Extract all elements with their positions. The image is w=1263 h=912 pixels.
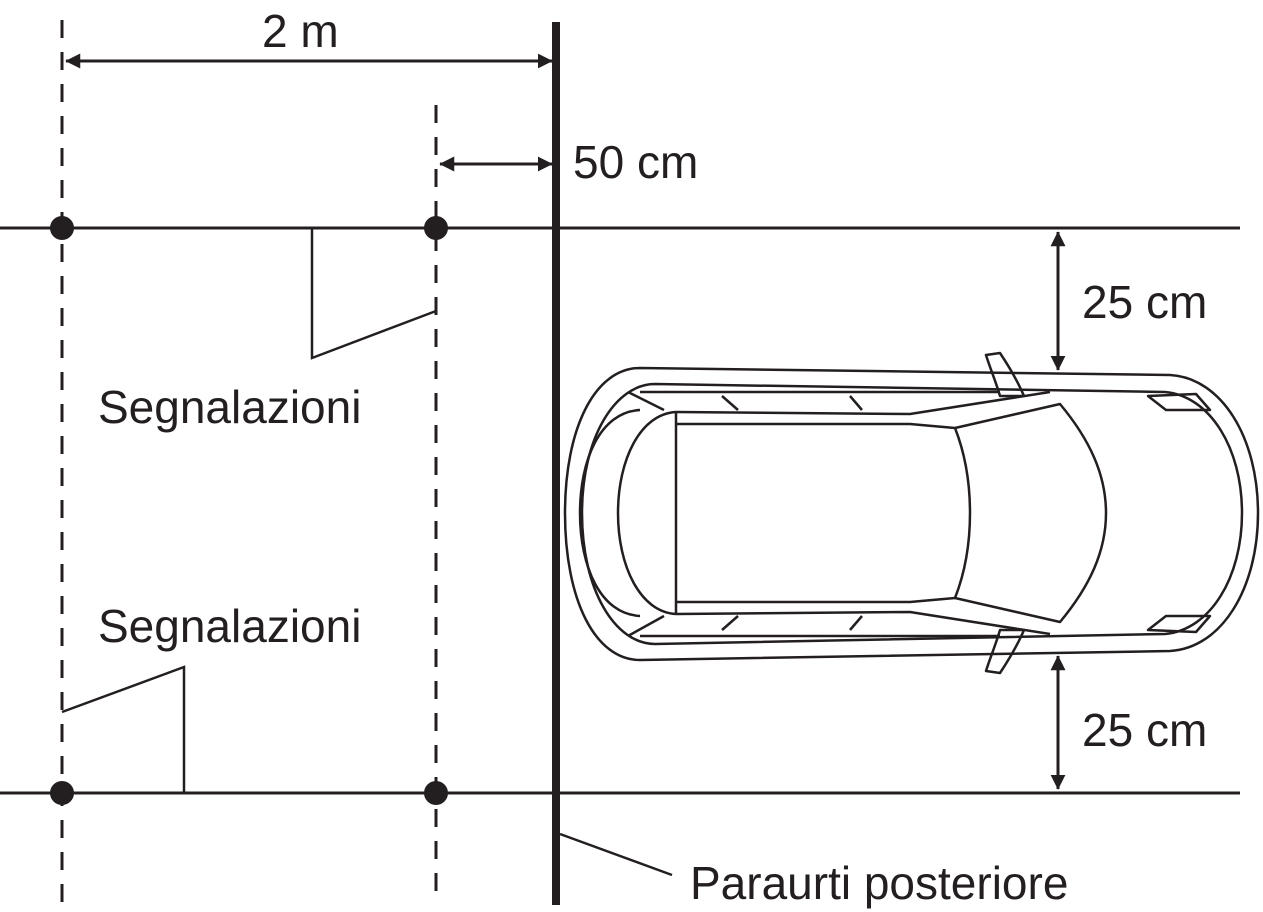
marker-dot bbox=[424, 781, 448, 805]
marker-dot bbox=[50, 781, 74, 805]
marker-bottom-label: Segnalazioni bbox=[98, 600, 361, 652]
marker-dot bbox=[50, 216, 74, 240]
bumper-label: Paraurti posteriore bbox=[690, 857, 1068, 909]
two-meter-label: 2 m bbox=[262, 5, 339, 57]
marker-top-label: Segnalazioni bbox=[98, 381, 361, 433]
bottom-gap-label: 25 cm bbox=[1082, 704, 1207, 756]
marker-bottom-leader bbox=[61, 665, 186, 793]
bumper-leader bbox=[559, 832, 673, 877]
car-top-view-icon bbox=[563, 351, 1260, 675]
marker-top-leader bbox=[310, 228, 437, 360]
fifty-cm-label: 50 cm bbox=[573, 136, 698, 188]
top-gap-label: 25 cm bbox=[1082, 276, 1207, 328]
marker-dot bbox=[424, 216, 448, 240]
